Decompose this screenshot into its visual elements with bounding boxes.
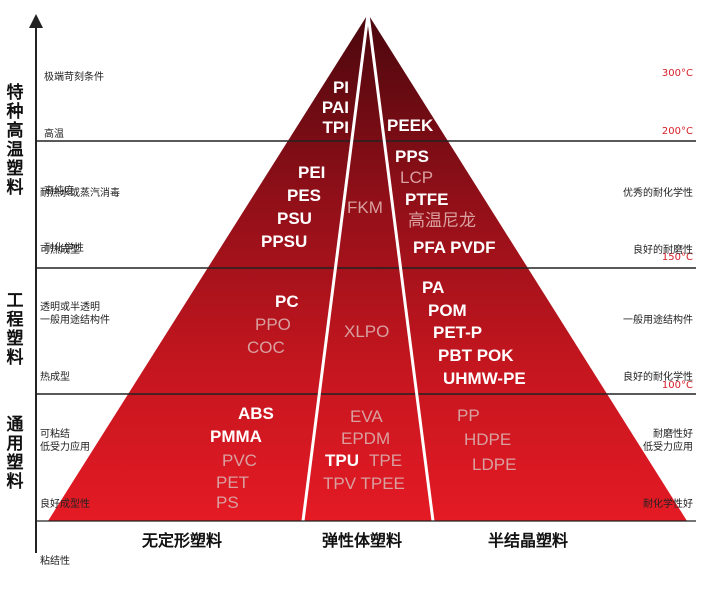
material-peek: PEEK (387, 116, 434, 135)
note-line: 耐化学性好 (643, 499, 693, 510)
label-engineering-plastics: 工程塑料 (6, 291, 24, 368)
material-pet: PET (216, 473, 250, 492)
category-elastomer: 弹性体塑料 (322, 531, 403, 550)
material-psu: PSU (277, 209, 312, 228)
material-abs: ABS (238, 404, 274, 423)
material-pbt-pok: PBT POK (438, 346, 514, 365)
note-line: 极端苛刻条件 (44, 72, 104, 83)
note-line: 高纯度 (44, 186, 74, 197)
left-notes-hightemp: 耐热水或蒸汽消毒 可热成型 透明或半透明 (40, 146, 120, 336)
material-pmma: PMMA (210, 427, 262, 446)
material-tpi: TPI (322, 118, 349, 137)
left-notes-general: 低受力应用 良好成型性 粘结性 (40, 400, 90, 590)
note-line: 高温 (44, 129, 64, 140)
right-notes-engineering: 一般用途结构件 良好的耐化学性 耐磨性好 (623, 273, 693, 463)
temp-300: 300°C (661, 68, 693, 79)
note-line: 一般用途结构件 (623, 315, 693, 326)
note-line: 良好成型性 (40, 499, 90, 510)
divider-left (301, 13, 370, 522)
material-hdpe: HDPE (464, 430, 512, 449)
note-line: 可热成型 (40, 245, 80, 256)
material-fkm: FKM (347, 198, 383, 217)
right-notes-hightemp: 优秀的耐化学性 良好的耐磨性 (623, 146, 693, 279)
material-pvc: PVC (222, 451, 257, 470)
material-pfa-pvdf: PFA PVDF (413, 238, 496, 257)
left-notes-engineering: 一般用途结构件 热成型 可粘结 (40, 273, 110, 463)
pyramid-diagram (29, 13, 696, 553)
material-ppo: PPO (255, 315, 291, 334)
note-line: 耐磨性好 (653, 429, 693, 440)
note-line: 优秀的耐化学性 (623, 188, 693, 199)
material-uhmw-pe: UHMW-PE (443, 369, 526, 388)
material-tpv-tpee: TPV TPEE (323, 474, 405, 493)
temp-200: 200°C (661, 126, 693, 137)
material-pi: PI (332, 78, 349, 97)
material-pc: PC (275, 292, 299, 311)
note-line: 低受力应用 (643, 442, 693, 453)
material-pai: PAI (321, 98, 349, 117)
note-line: 低受力应用 (40, 442, 90, 453)
note-line: 良好的耐磨性 (633, 245, 693, 256)
axis-arrow-icon (29, 14, 43, 28)
material-coc: COC (247, 338, 285, 357)
material-pp: PP (457, 406, 480, 425)
material-eva: EVA (350, 407, 383, 426)
material-pom: POM (428, 301, 467, 320)
label-special-plastics: 特种高温塑料 (6, 83, 24, 198)
left-notes-special: 极端苛刻条件 高温 高纯度 耐化学性 (44, 30, 104, 277)
category-amorphous: 无定形塑料 (142, 531, 223, 550)
note-line: 热成型 (40, 372, 70, 383)
note-line: 粘结性 (40, 556, 70, 567)
note-line: 可粘结 (40, 429, 70, 440)
material-ps: PS (216, 493, 239, 512)
material-ptfe: PTFE (405, 190, 449, 209)
divider-right (366, 13, 435, 522)
material-pps: PPS (395, 147, 430, 166)
material-pet-p: PET-P (433, 323, 483, 342)
material-pes: PES (287, 186, 322, 205)
material-pa: PA (422, 278, 445, 297)
material-epdm: EPDM (341, 429, 391, 448)
label-general-plastics: 通用塑料 (6, 415, 24, 492)
material-lcp: LCP (400, 168, 434, 187)
category-semicrystalline: 半结晶塑料 (488, 531, 569, 550)
material-xlpo: XLPO (344, 322, 390, 341)
note-line: 耐热水或蒸汽消毒 (40, 188, 120, 199)
temp-150: 150°C (661, 252, 693, 263)
material-tpu: TPU (325, 451, 359, 470)
note-line: 良好的耐化学性 (623, 372, 693, 383)
temp-100: 100°C (661, 380, 693, 391)
material-ldpe: LDPE (472, 455, 517, 474)
right-notes-general: 低受力应用 耐化学性好 (643, 400, 693, 533)
material-tpe: TPE (369, 451, 403, 470)
note-line: 一般用途结构件 (40, 315, 110, 326)
note-line: 耐化学性 (44, 243, 84, 254)
note-line: 透明或半透明 (40, 302, 100, 313)
material-high-temp-nylon: 高温尼龙 (408, 211, 476, 230)
material-ppsu: PPSU (261, 232, 308, 251)
material-pei: PEI (298, 163, 326, 182)
